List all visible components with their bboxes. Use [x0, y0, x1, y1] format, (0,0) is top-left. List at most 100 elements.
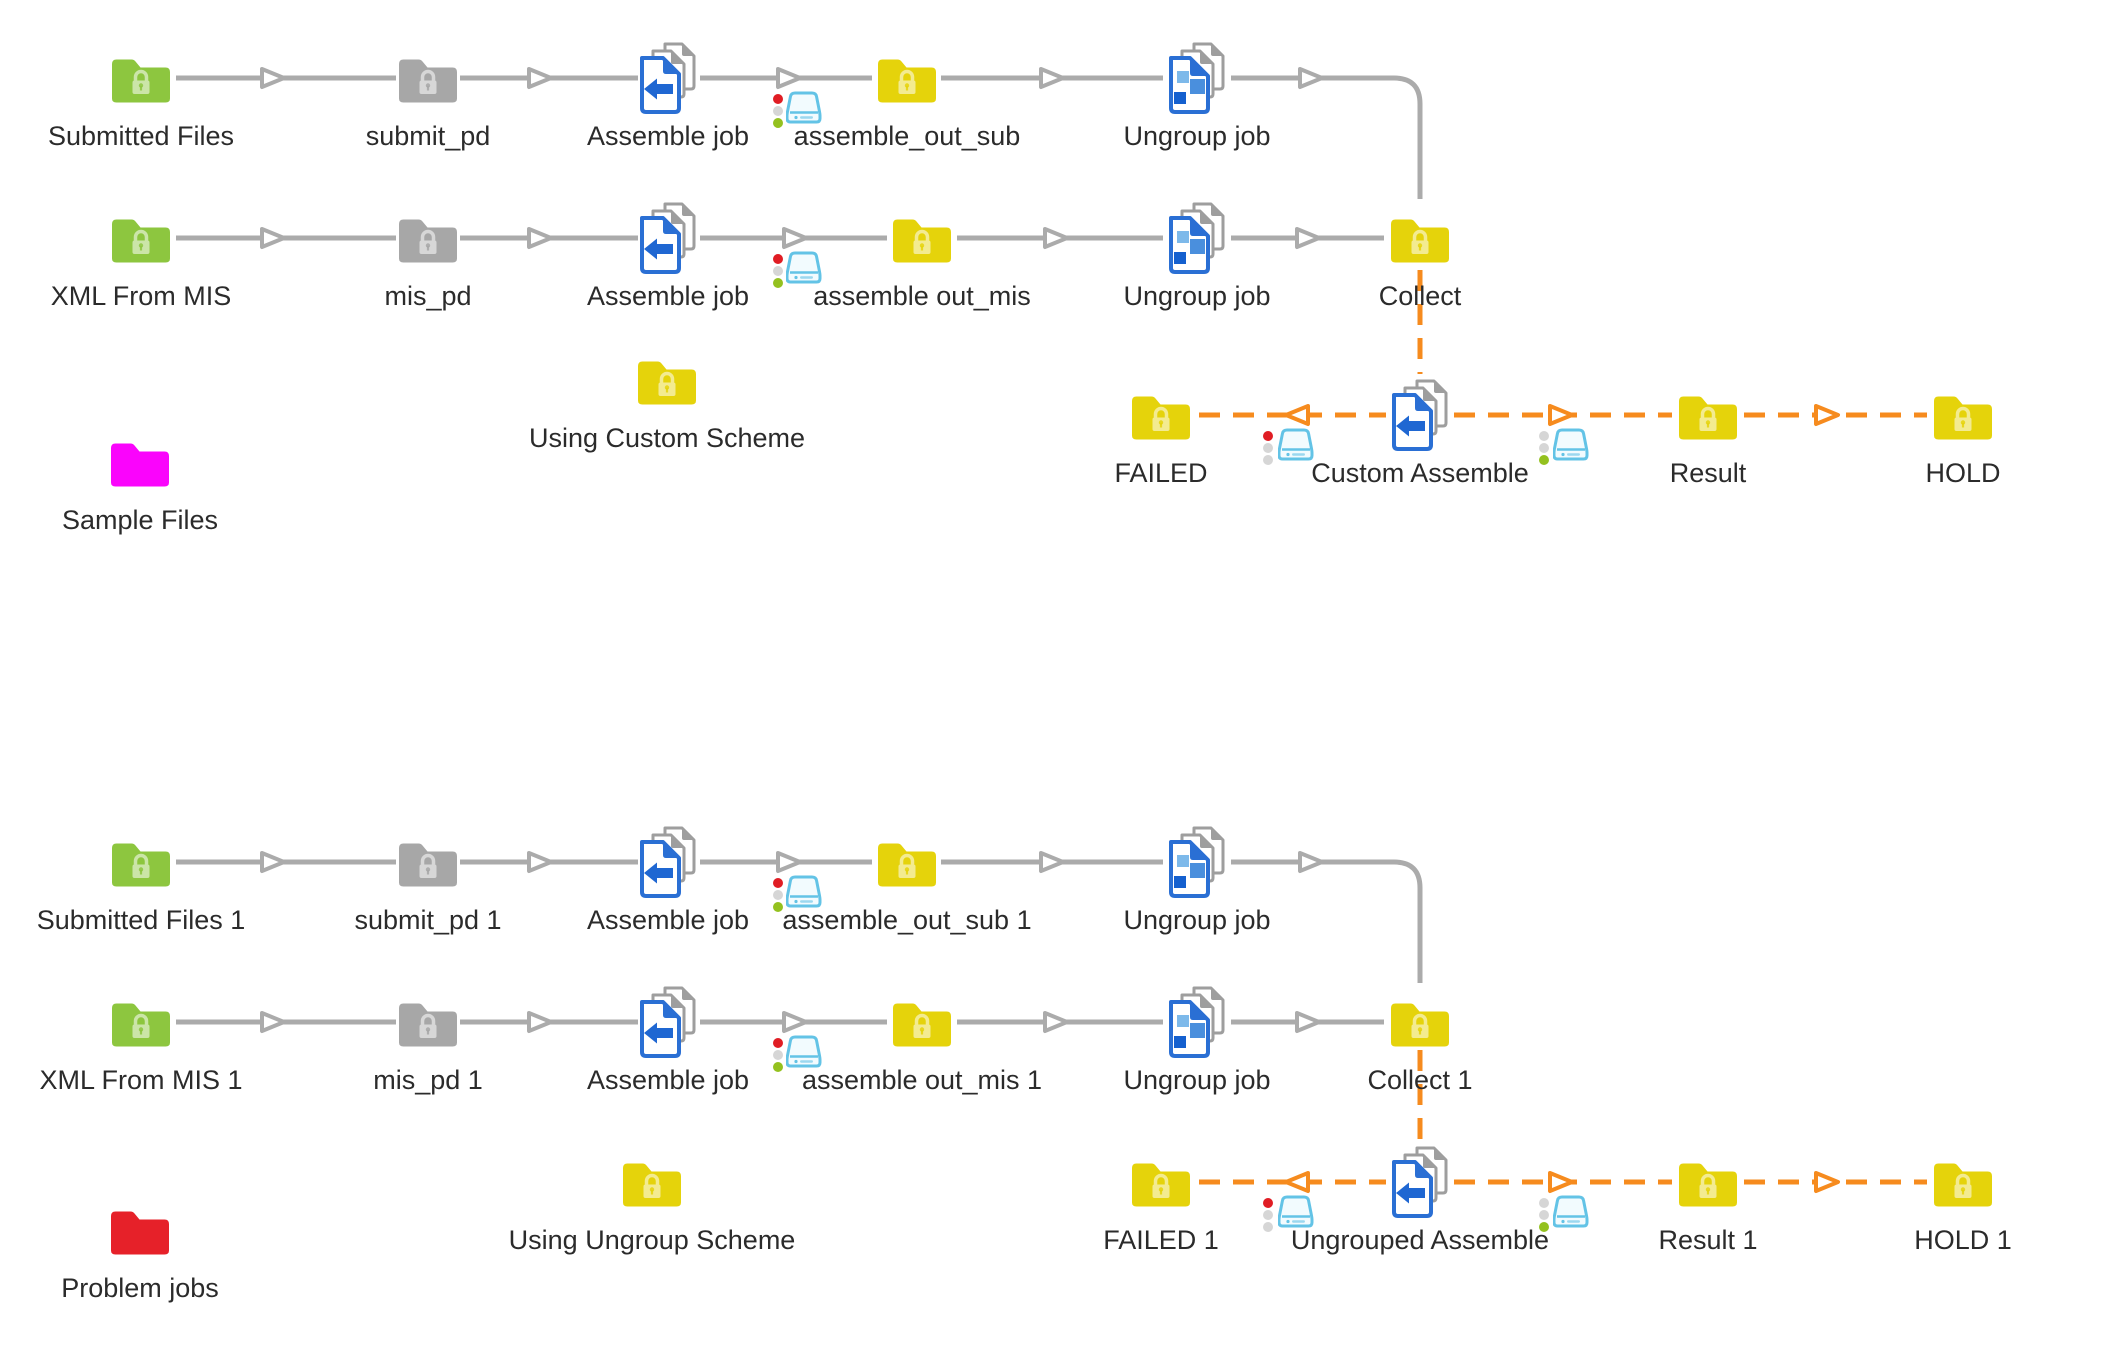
node-label: Submitted Files 1 [36, 905, 246, 935]
node-label: Using Custom Scheme [528, 423, 806, 453]
node-label: Ungroup job [1123, 281, 1271, 311]
node-label: Submitted Files [47, 121, 235, 151]
assemble-documents-icon [1387, 1146, 1453, 1218]
connector-arrowhead [1295, 227, 1321, 249]
ungroup-documents-icon [1164, 986, 1230, 1058]
locked-folder-icon [1128, 390, 1194, 440]
status-dot-gray [1539, 1210, 1549, 1220]
connector-arrowhead [1295, 1011, 1321, 1033]
connector-arrowhead [1284, 404, 1310, 426]
assemble-documents-icon [1387, 379, 1453, 451]
connector-arrowhead [776, 851, 802, 873]
connector-arrowhead [776, 67, 802, 89]
node-label: Collect 1 [1367, 1065, 1473, 1095]
locked-folder-icon [395, 997, 461, 1047]
locked-folder-icon [108, 837, 174, 887]
status-dot-green [1539, 455, 1549, 465]
ungroup-documents-icon [1164, 826, 1230, 898]
assemble-documents-icon [635, 986, 701, 1058]
connector-arrowhead [527, 67, 553, 89]
assemble-documents-icon [635, 42, 701, 114]
status-dot-gray [1263, 443, 1273, 453]
locked-folder-icon [1387, 213, 1453, 263]
connection-status-lights [773, 254, 783, 288]
status-dot-gray [773, 1050, 783, 1060]
connection-status-lights [1539, 431, 1549, 465]
connector-ungroup-job-sub-1-to-collect-1[interactable] [1231, 859, 1423, 983]
connector-arrowhead [782, 227, 808, 249]
status-dot-red [773, 1038, 783, 1048]
folder-icon [107, 437, 173, 487]
connection-status-lights [1263, 1198, 1273, 1232]
connector-arrowhead [1298, 67, 1324, 89]
node-label: Assemble job [586, 121, 750, 151]
connector-arrowhead [1039, 67, 1065, 89]
connector-arrowhead [1814, 404, 1840, 426]
node-label: FAILED [1114, 458, 1208, 488]
locked-folder-icon [634, 355, 700, 405]
status-dot-gray [1263, 1222, 1273, 1232]
status-dot-gray [773, 106, 783, 116]
node-label: mis_pd [384, 281, 472, 311]
node-label: FAILED 1 [1103, 1225, 1219, 1255]
assemble-documents-icon [635, 826, 701, 898]
connector-arrowhead [1284, 1171, 1310, 1193]
status-dot-green [773, 1062, 783, 1072]
connector-arrowhead [260, 851, 286, 873]
assemble-documents-icon [635, 202, 701, 274]
node-label: Assemble job [586, 905, 750, 935]
locked-folder-icon [108, 997, 174, 1047]
node-label: Sample Files [61, 505, 219, 535]
connector-arrowhead [527, 851, 553, 873]
status-dot-gray [1263, 455, 1273, 465]
locked-folder-icon [1675, 390, 1741, 440]
locked-folder-icon [874, 53, 940, 103]
node-label: submit_pd 1 [354, 905, 502, 935]
drive-icon [786, 874, 822, 908]
locked-folder-icon [108, 213, 174, 263]
locked-folder-icon [108, 53, 174, 103]
node-label: XML From MIS [50, 281, 232, 311]
status-dot-gray [773, 266, 783, 276]
node-label: Result [1669, 458, 1747, 488]
drive-icon [786, 250, 822, 284]
status-dot-gray [773, 890, 783, 900]
locked-folder-icon [395, 837, 461, 887]
node-label: Problem jobs [61, 1273, 219, 1303]
drive-icon [786, 1034, 822, 1068]
connector-arrowhead [260, 227, 286, 249]
status-dot-red [1263, 431, 1273, 441]
connector-ungroup-job-sub-to-collect[interactable] [1231, 75, 1423, 199]
status-dot-red [773, 878, 783, 888]
drive-icon [786, 90, 822, 124]
locked-folder-icon [874, 837, 940, 887]
ungroup-documents-icon [1164, 42, 1230, 114]
node-label: XML From MIS 1 [39, 1065, 243, 1095]
locked-folder-icon [889, 997, 955, 1047]
connector-arrowhead [1043, 1011, 1069, 1033]
status-dot-green [773, 902, 783, 912]
node-label: HOLD 1 [1914, 1225, 2012, 1255]
connector-arrowhead [1814, 1171, 1840, 1193]
connection-status-lights [1539, 1198, 1549, 1232]
node-label: mis_pd 1 [373, 1065, 483, 1095]
node-label: Ungroup job [1123, 1065, 1271, 1095]
folder-icon [107, 1205, 173, 1255]
connector-arrowhead [1298, 851, 1324, 873]
node-label: Assemble job [586, 1065, 750, 1095]
status-dot-green [1539, 1222, 1549, 1232]
connector-arrowhead [527, 227, 553, 249]
node-label: Using Ungroup Scheme [508, 1225, 796, 1255]
locked-folder-icon [619, 1157, 685, 1207]
connector-arrowhead [1043, 227, 1069, 249]
node-label: Custom Assemble [1311, 458, 1529, 488]
status-dot-gray [1539, 1198, 1549, 1208]
node-label: Collect [1378, 281, 1462, 311]
connection-status-lights [773, 878, 783, 912]
node-label: Ungroup job [1123, 121, 1271, 151]
node-label: Result 1 [1658, 1225, 1758, 1255]
drive-icon [1553, 427, 1589, 461]
status-dot-gray [1539, 443, 1549, 453]
